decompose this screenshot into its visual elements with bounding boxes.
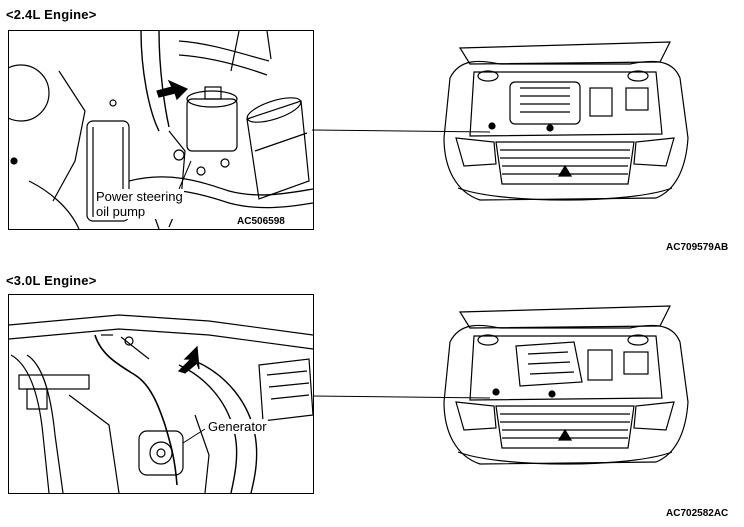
car-front-illustration-3-0l xyxy=(440,302,690,472)
section-heading-2-4l: <2.4L Engine> xyxy=(6,7,97,22)
figure-code-3-0l: AC702582AC xyxy=(666,508,729,519)
detail-panel-3-0l: Generator xyxy=(8,294,314,494)
detail-code: AC506598 xyxy=(237,216,285,227)
arrow-pointer-icon xyxy=(177,345,200,374)
callout-line-2: oil pump xyxy=(96,204,146,219)
engine-detail-illustration-3-0l xyxy=(9,314,313,493)
car-front-illustration-2-4l xyxy=(440,38,690,208)
callout-line-1: Power steering xyxy=(96,189,183,204)
detail-panel-2-4l: Power steering oil pump AC506598 xyxy=(8,30,314,230)
callout-power-steering-pump: Power steering oil pump xyxy=(95,189,184,219)
engine-detail-illustration-2-4l xyxy=(9,31,313,229)
callout-generator: Generator xyxy=(207,419,268,434)
arrow-pointer-icon xyxy=(156,79,189,101)
figure-code-2-4l: AC709579AB xyxy=(666,242,729,253)
section-heading-3-0l: <3.0L Engine> xyxy=(6,273,97,288)
